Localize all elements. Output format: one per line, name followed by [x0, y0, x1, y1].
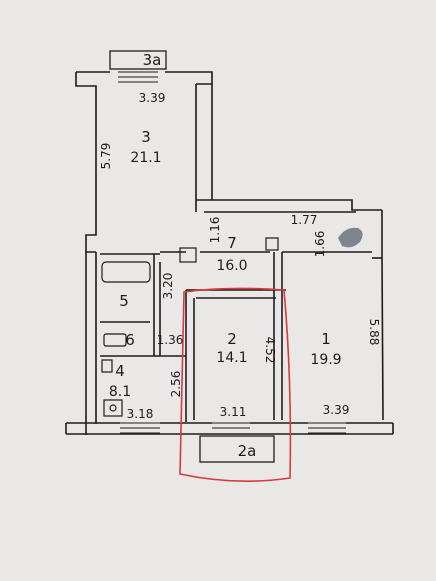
stain-icon — [338, 227, 363, 248]
room-7: 7 16.0 — [216, 234, 247, 274]
room-2-highlight — [179, 287, 292, 482]
room-3: 3 21.1 — [130, 128, 161, 166]
room-6-number: 6 — [125, 331, 135, 349]
balcony-2a: 2а — [199, 435, 275, 463]
dim-room4-length: 2.56 — [169, 371, 183, 398]
room-1-number: 1 — [321, 330, 331, 348]
riser-icon — [265, 237, 279, 251]
room-5-number: 5 — [119, 292, 129, 310]
sink-icon — [101, 359, 113, 373]
dim-room3-width: 3.39 — [139, 91, 166, 105]
fixtures — [101, 237, 279, 417]
dim-room1-length: 5.88 — [367, 319, 381, 346]
room-3-number: 3 — [141, 128, 151, 146]
riser-icon — [179, 247, 197, 263]
dim-room1-width: 3.39 — [323, 403, 350, 417]
toilet-icon — [103, 333, 127, 347]
room-4-number: 4 — [115, 362, 125, 380]
room-4-area: 8.1 — [109, 384, 131, 400]
dimensions: 3.39 5.79 1.16 1.77 1.66 3.20 1.36 2.56 … — [99, 91, 381, 421]
balcony-3a-label: 3а — [143, 51, 162, 69]
dim-room2-length: 4.52 — [263, 337, 277, 364]
dim-room4-width: 3.18 — [127, 407, 154, 421]
dim-room6-width: 1.36 — [157, 333, 184, 347]
dim-hall-b: 1.77 — [291, 213, 318, 227]
room-2: 2 14.1 — [216, 330, 247, 366]
windows — [118, 71, 346, 434]
room-7-number: 7 — [227, 234, 237, 252]
room-2-area: 14.1 — [216, 350, 247, 366]
bathtub-icon — [101, 261, 151, 283]
room-3-area: 21.1 — [130, 150, 161, 166]
room-2-number: 2 — [227, 330, 237, 348]
dim-room3-length: 5.79 — [99, 143, 113, 170]
room-1: 1 19.9 — [310, 330, 341, 368]
dim-hall-c: 1.66 — [313, 231, 327, 258]
dim-room2-width: 3.11 — [220, 405, 247, 419]
room-4: 4 8.1 — [109, 362, 131, 400]
walls — [65, 71, 394, 435]
balcony-2a-label: 2а — [238, 442, 257, 460]
stove-icon — [103, 399, 123, 417]
dim-hall-a: 1.16 — [208, 217, 222, 244]
room-7-area: 16.0 — [216, 258, 247, 274]
dim-hall-d: 3.20 — [161, 273, 175, 300]
balcony-3a: 3а — [109, 50, 167, 70]
room-1-area: 19.9 — [310, 352, 341, 368]
